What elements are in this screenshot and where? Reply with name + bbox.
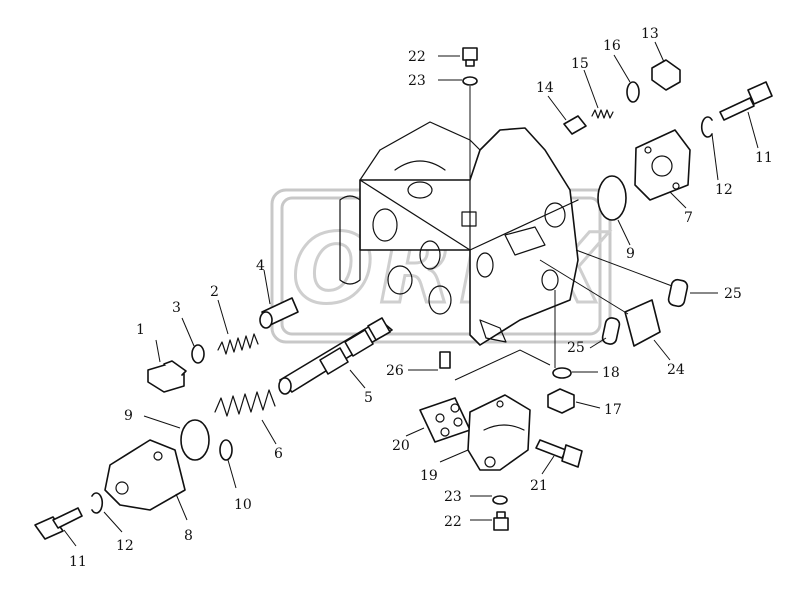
callout-23-top: 23 — [408, 73, 426, 89]
part-23-o-ring-bottom — [492, 495, 508, 505]
callout-25-right: 25 — [724, 286, 742, 302]
callout-18: 18 — [602, 365, 620, 381]
callout-22-bottom: 22 — [444, 514, 462, 530]
callout-15: 15 — [571, 56, 589, 72]
part-15-spring — [591, 109, 614, 119]
part-25-seal-right — [667, 278, 689, 308]
part-7-cover — [634, 129, 691, 201]
callout-8: 8 — [184, 528, 193, 544]
part-12-washer-right — [700, 116, 713, 138]
callout-26: 26 — [386, 363, 404, 379]
valve-body — [339, 121, 579, 346]
callout-16: 16 — [603, 38, 621, 54]
callout-10: 10 — [234, 497, 252, 513]
part-2-spring — [217, 333, 259, 355]
part-22-plug-bottom — [493, 511, 509, 531]
part-1-plug — [147, 360, 187, 393]
part-11-bolt-right — [719, 81, 773, 121]
callout-labels: 22 23 14 15 16 13 11 12 7 9 25 25 24 18 … — [69, 26, 773, 570]
part-12-washer-left — [91, 492, 104, 514]
part-13-plug — [651, 59, 681, 91]
callout-22-top: 22 — [408, 49, 426, 65]
callout-23-bottom: 23 — [444, 489, 462, 505]
part-24-gasket — [624, 299, 661, 347]
callout-6: 6 — [274, 446, 283, 462]
part-22-plug-top — [462, 47, 478, 67]
part-19-cover — [467, 394, 531, 471]
callout-21: 21 — [530, 478, 548, 494]
part-5-spool — [278, 317, 393, 395]
part-25-seal-left — [601, 317, 621, 345]
callout-4: 4 — [256, 258, 265, 274]
part-20-gasket — [419, 397, 471, 443]
part-16-o-ring — [626, 81, 640, 103]
callout-1: 1 — [136, 322, 145, 338]
callout-5: 5 — [364, 390, 373, 406]
part-18-o-ring — [552, 367, 572, 379]
callout-24: 24 — [667, 362, 685, 378]
callout-2: 2 — [210, 284, 219, 300]
part-6-spring — [214, 389, 276, 417]
part-9-o-ring-right — [597, 175, 627, 221]
callout-7: 7 — [684, 210, 693, 226]
callout-11-left: 11 — [69, 554, 87, 570]
part-26-plug — [439, 351, 451, 369]
callout-12-right: 12 — [715, 182, 733, 198]
callout-17: 17 — [604, 402, 622, 418]
part-9-o-ring-left — [180, 419, 210, 461]
part-14-plug — [563, 115, 587, 135]
callout-14: 14 — [536, 80, 554, 96]
part-23-o-ring-top — [462, 76, 478, 86]
callout-13: 13 — [641, 26, 659, 42]
callout-25-left: 25 — [567, 340, 585, 356]
part-3-o-ring — [191, 344, 205, 364]
part-10-o-ring — [219, 439, 233, 461]
part-17-plug — [547, 388, 575, 414]
callout-19: 19 — [420, 468, 438, 484]
part-4-sleeve — [259, 297, 299, 329]
part-8-cover — [104, 439, 186, 511]
callout-9-right: 9 — [626, 246, 635, 262]
callout-9-left: 9 — [124, 408, 133, 424]
callout-11-right: 11 — [755, 150, 773, 166]
leader-lines — [63, 41, 759, 547]
callout-12-left: 12 — [116, 538, 134, 554]
callout-20: 20 — [392, 438, 410, 454]
part-21-bolt — [535, 439, 583, 468]
callout-3: 3 — [172, 300, 181, 316]
part-11-bolt-left — [34, 507, 83, 540]
